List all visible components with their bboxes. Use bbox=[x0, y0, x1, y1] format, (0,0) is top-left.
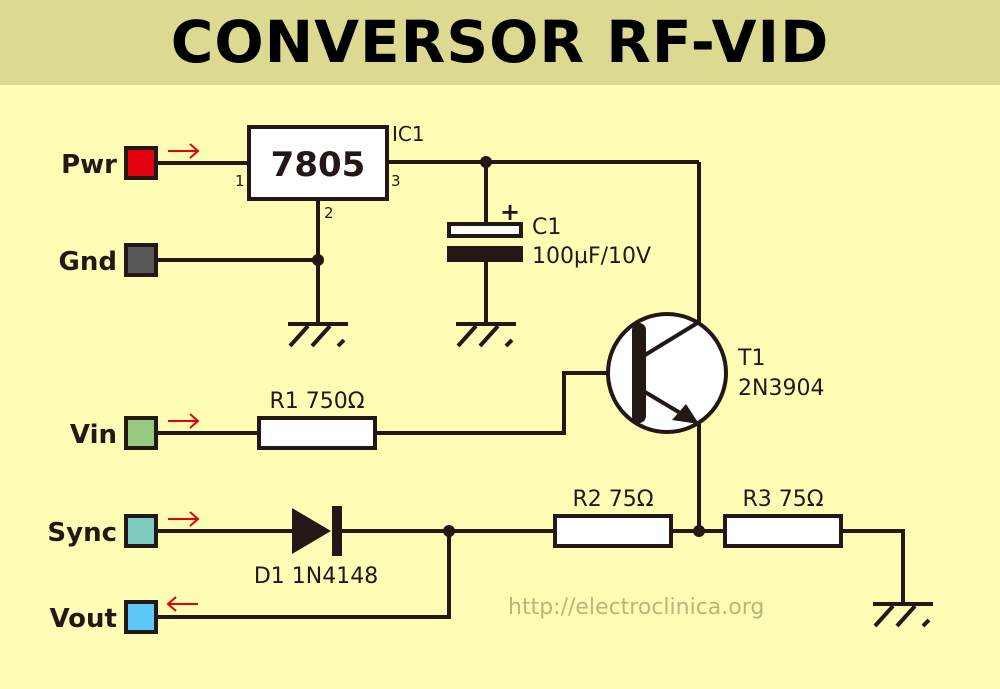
ground-icon bbox=[456, 322, 516, 348]
terminal-label: Gnd bbox=[59, 247, 117, 277]
c1-capacitor: + C1 100µF/10V bbox=[447, 198, 651, 269]
terminal-pad[interactable] bbox=[124, 514, 158, 548]
t1-emitter-arrow-icon bbox=[672, 404, 699, 424]
signal-arrows bbox=[166, 143, 200, 612]
d1-label: D1 1N4148 bbox=[254, 564, 378, 589]
wire-base bbox=[376, 371, 610, 435]
t1-collector bbox=[643, 320, 701, 357]
c1-ref: C1 bbox=[532, 215, 561, 240]
title-banner bbox=[0, 0, 1000, 85]
ic1-body bbox=[247, 125, 389, 201]
terminal-vout[interactable]: Vout bbox=[49, 600, 158, 634]
terminal-label: Pwr bbox=[61, 150, 117, 180]
d1-anode-triangle bbox=[292, 508, 331, 554]
c1-polarity: + bbox=[500, 198, 520, 226]
r3-resistor: R3 75Ω bbox=[723, 487, 843, 548]
r3-body bbox=[723, 514, 843, 548]
terminal-gnd[interactable]: Gnd bbox=[59, 243, 158, 277]
terminal-pad[interactable] bbox=[124, 600, 158, 634]
wire-r3-gnd bbox=[841, 529, 905, 604]
wire-vout bbox=[156, 531, 451, 619]
r2-resistor: R2 75Ω bbox=[553, 487, 673, 548]
terminal-label: Vout bbox=[49, 604, 117, 634]
r1-label: R1 750Ω bbox=[269, 389, 364, 414]
arrow-left-icon bbox=[166, 596, 198, 612]
junction-dot bbox=[312, 254, 324, 266]
c1-plate-positive bbox=[447, 222, 523, 238]
junctions bbox=[312, 156, 705, 537]
r1-body bbox=[257, 416, 377, 450]
c1-value: 100µF/10V bbox=[532, 244, 651, 269]
t1-transistor: T1 2N3904 bbox=[606, 312, 824, 434]
terminal-pad[interactable] bbox=[124, 243, 158, 277]
diagram-title: CONVERSOR RF-VID bbox=[170, 8, 830, 76]
ground-icon bbox=[288, 322, 348, 348]
terminal-sync[interactable]: Sync bbox=[47, 514, 158, 548]
arrow-right-icon bbox=[168, 143, 200, 159]
terminal-pad[interactable] bbox=[124, 416, 158, 450]
ic1-pin-1: 1 bbox=[235, 172, 245, 190]
d1-cathode-bar bbox=[332, 506, 342, 556]
t1-value: 2N3904 bbox=[738, 376, 824, 401]
junction-dot bbox=[693, 525, 705, 537]
terminal-vin[interactable]: Vin bbox=[70, 416, 158, 450]
terminal-pad[interactable] bbox=[124, 146, 158, 180]
arrow-right-icon bbox=[168, 413, 200, 429]
t1-ref: T1 bbox=[737, 346, 765, 371]
t1-body bbox=[606, 312, 728, 434]
ic1-regulator: 7805 IC1 1 2 3 bbox=[235, 122, 425, 222]
terminal-label: Sync bbox=[47, 518, 117, 548]
terminal-label: Vin bbox=[70, 420, 117, 450]
r2-body bbox=[553, 514, 673, 548]
watermark: http://electroclinica.org bbox=[508, 595, 764, 620]
d1-diode: D1 1N4148 bbox=[254, 506, 378, 589]
ic1-ref: IC1 bbox=[392, 122, 425, 146]
c1-plate-negative bbox=[447, 246, 523, 262]
ground-icon bbox=[873, 602, 933, 628]
r1-resistor: R1 750Ω bbox=[257, 389, 377, 450]
r3-label: R3 75Ω bbox=[742, 487, 823, 512]
terminal-pwr[interactable]: Pwr bbox=[61, 146, 158, 180]
r2-label: R2 75Ω bbox=[572, 487, 653, 512]
junction-dot bbox=[480, 156, 492, 168]
ic1-value: 7805 bbox=[271, 145, 366, 185]
arrow-right-icon bbox=[168, 511, 200, 527]
ic1-pin-3: 3 bbox=[391, 172, 401, 190]
ic1-pin-2: 2 bbox=[324, 204, 334, 222]
junction-dot bbox=[443, 525, 455, 537]
